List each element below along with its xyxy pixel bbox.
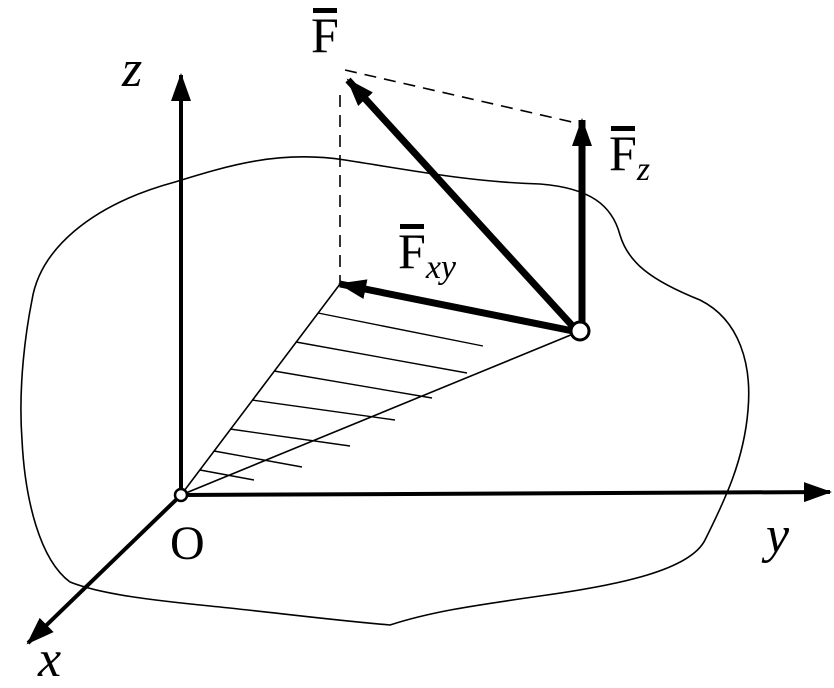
y-axis: [180, 482, 832, 503]
y-axis-label: y: [766, 507, 790, 564]
vector-fz-subscript: z: [636, 151, 651, 188]
vector-fz-letter: F: [609, 125, 637, 181]
vector-bar: [400, 224, 424, 229]
origin-label: O: [170, 517, 205, 570]
plane-outline: [20, 155, 750, 626]
vector-fz-label: F z: [609, 125, 650, 187]
vector-f: [345, 77, 581, 335]
x-axis: [26, 493, 183, 645]
vector-fxy-label: F xy: [398, 223, 456, 285]
vector-fxy-subscript: xy: [425, 249, 456, 286]
origin-point: [173, 487, 189, 503]
application-point: [569, 320, 591, 342]
vector-fz-text: F: [609, 125, 637, 181]
vector-f-text: F: [311, 7, 339, 63]
dashed-guides: [339, 69, 586, 284]
hatched-triangle: [178, 283, 581, 497]
vector-fxy-letter: F: [398, 223, 426, 279]
vector-f-label: F: [311, 7, 339, 63]
vector-fxy: [338, 279, 579, 336]
vector-bar: [313, 8, 337, 13]
x-axis-label: x: [38, 631, 62, 688]
z-axis-label: z: [122, 41, 143, 98]
vector-fxy-text: F: [398, 223, 426, 279]
vector-bar: [611, 126, 635, 131]
